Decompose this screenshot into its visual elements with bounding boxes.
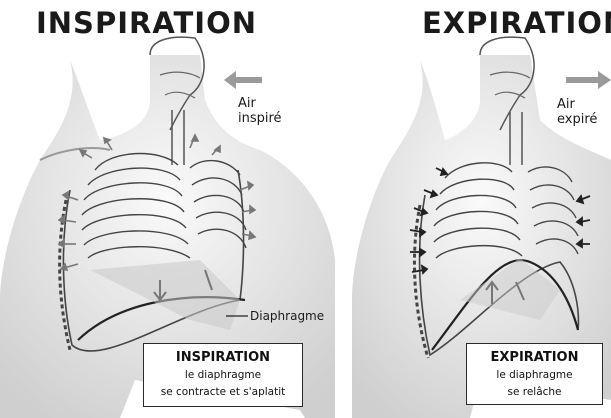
air-inspired-line1: Air bbox=[238, 96, 282, 111]
expiration-caption-line1: le diaphragme bbox=[467, 369, 602, 382]
inspiration-caption-line1: le diaphragme bbox=[144, 369, 302, 382]
inspiration-caption-line2: se contracte et s'aplatit bbox=[144, 386, 302, 399]
air-inspired-line2: inspiré bbox=[238, 111, 282, 126]
expiration-caption-line2: se relâche bbox=[467, 386, 602, 399]
expiration-caption-box: EXPIRATION le diaphragme se relâche bbox=[466, 343, 603, 405]
expiration-caption-title: EXPIRATION bbox=[467, 350, 602, 365]
inspiration-caption-title: INSPIRATION bbox=[144, 350, 302, 365]
diaphragm-label: Diaphragme bbox=[250, 309, 324, 323]
air-inspired-label: Air inspiré bbox=[238, 96, 282, 126]
air-expired-line1: Air bbox=[557, 97, 597, 112]
inspiration-caption-box: INSPIRATION le diaphragme se contracte e… bbox=[143, 343, 303, 407]
air-expired-label: Air expiré bbox=[557, 97, 597, 127]
air-expired-line2: expiré bbox=[557, 112, 597, 127]
